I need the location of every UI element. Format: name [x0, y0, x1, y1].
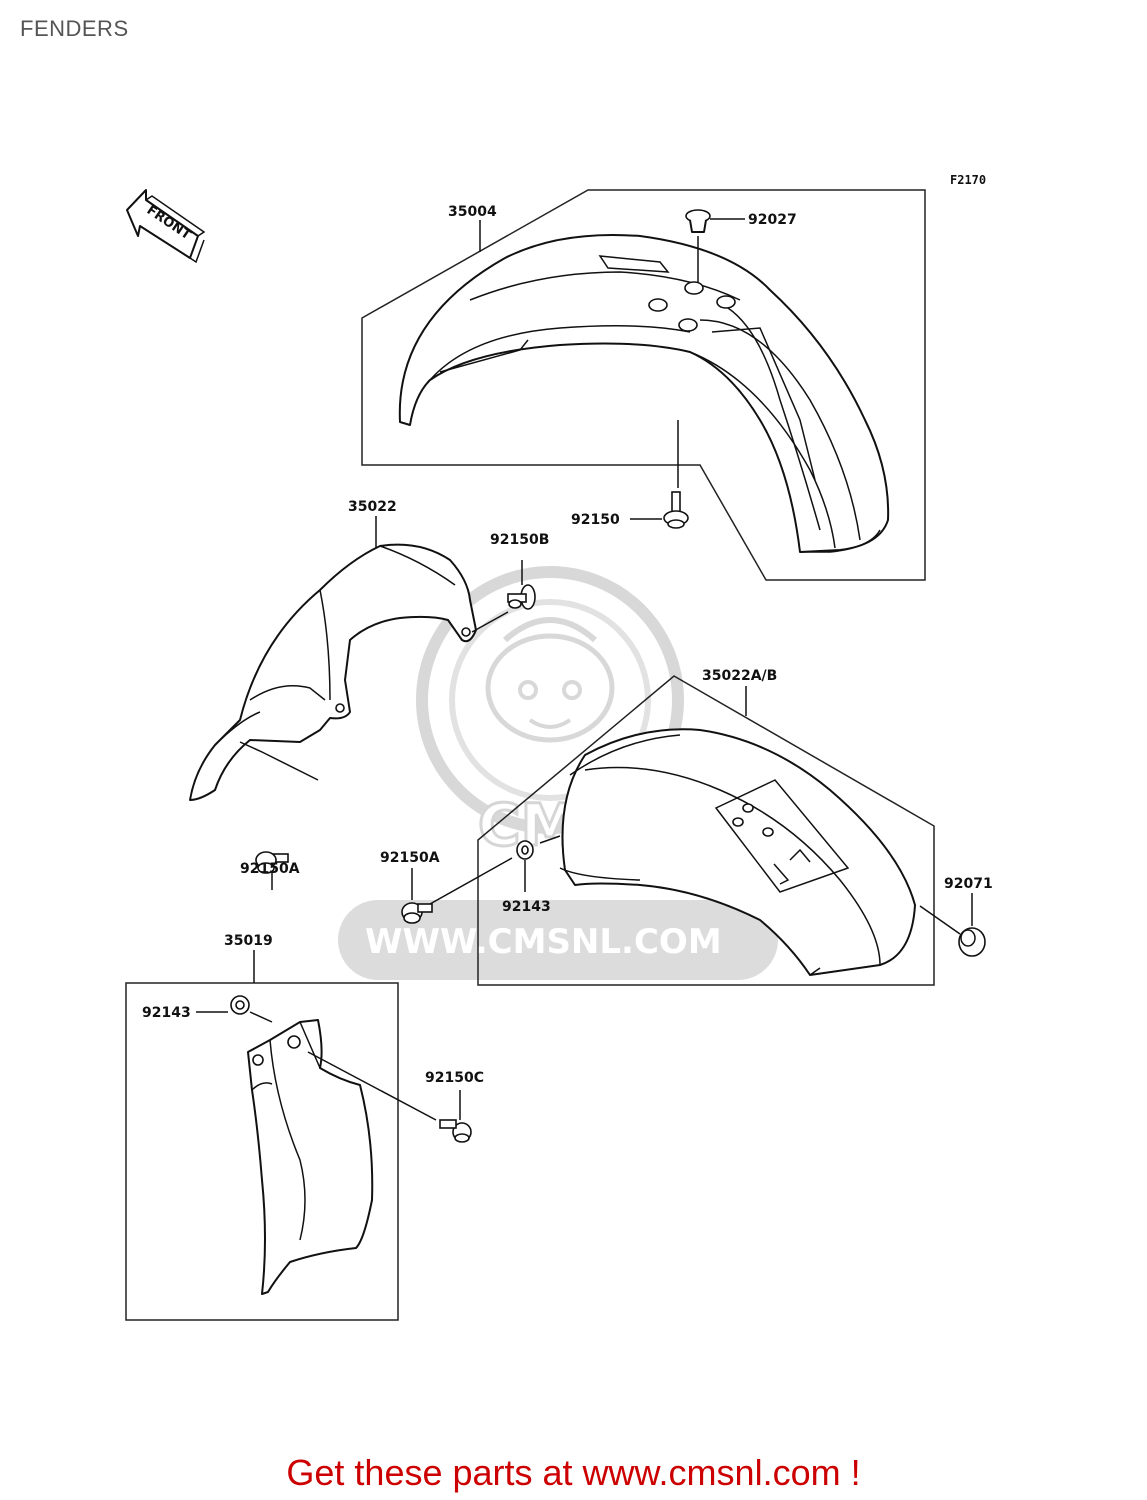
label-35022: 35022: [348, 499, 397, 515]
label-92143-low: 92143: [142, 1005, 191, 1021]
bolt-92150A-mid: [401, 902, 433, 924]
bolt-92150A-left: [255, 851, 289, 874]
label-92027: 92027: [748, 212, 797, 228]
fender-ab: [561, 728, 916, 976]
mudflap: [247, 1019, 374, 1295]
inner-fender: [189, 543, 477, 801]
label-35022AB: 35022A/B: [702, 668, 777, 684]
washer-92143-low: [230, 995, 250, 1015]
fender-ab-group: 35022A/B 92143 92150A: [380, 668, 993, 986]
footer-link[interactable]: Get these parts at www.cmsnl.com !: [286, 1452, 861, 1493]
page-title: FENDERS: [20, 16, 129, 41]
figure-code: F2170: [950, 173, 986, 187]
bolt-92150C: [439, 1119, 472, 1143]
fender-ab-box: [477, 675, 935, 986]
bolt-92150: [663, 491, 689, 529]
label-35004: 35004: [448, 204, 497, 220]
washer-92143-mid: [516, 840, 534, 860]
label-92150C: 92150C: [425, 1070, 484, 1086]
label-35019: 35019: [224, 933, 273, 949]
grommet-92027: [685, 209, 711, 233]
label-92150A-mid: 92150A: [380, 850, 440, 866]
front-arrow: FRONT: [126, 189, 206, 264]
watermark-url: WWW.CMSNL.COM: [365, 922, 722, 962]
front-fender-box: [361, 189, 926, 581]
parts-diagram: CMS WWW.CMSNL.COM F2170 FRONT 35004: [125, 173, 993, 1321]
bolt-92150B: [507, 584, 536, 610]
inner-fender-group: 35022 92150B 92150A: [189, 499, 549, 890]
label-92150B: 92150B: [490, 532, 549, 548]
grommet-92071: [958, 927, 986, 957]
label-92143-mid: 92143: [502, 899, 551, 915]
label-92150A-left: 92150A: [240, 861, 300, 877]
label-92150: 92150: [571, 512, 620, 528]
mudflap-box: [125, 982, 399, 1321]
front-fender-group: 35004 92027 92150: [361, 189, 926, 581]
label-92071: 92071: [944, 876, 993, 892]
front-fender: [398, 233, 890, 553]
mudflap-group: 35019 92143 92150C: [125, 933, 484, 1321]
